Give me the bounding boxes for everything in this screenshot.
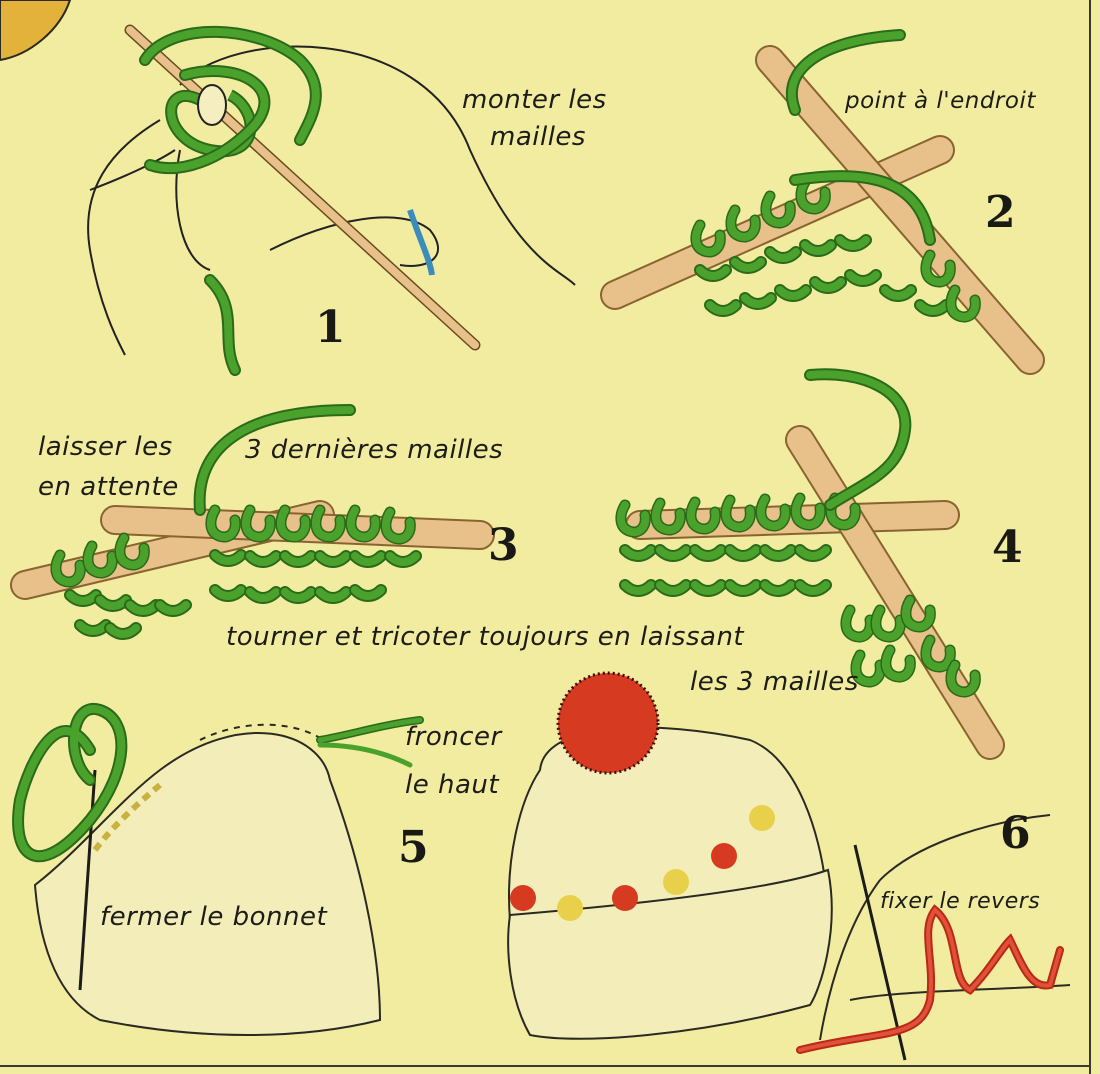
step-6-number: 6 xyxy=(1000,808,1031,859)
step-1-label-line1: monter les xyxy=(462,85,607,115)
step-3-label-line1: laisser les xyxy=(38,432,173,462)
step-2-label: point à l'endroit xyxy=(844,88,1036,114)
step-4-number: 4 xyxy=(992,522,1023,573)
step-5-label-line2: le haut xyxy=(405,770,499,800)
step-5-label-line1: froncer xyxy=(405,722,504,752)
step-5-label-line3: fermer le bonnet xyxy=(100,902,327,932)
step-2-number: 2 xyxy=(985,187,1016,238)
step-3-number: 3 xyxy=(488,520,519,571)
step-4-label-line2: les 3 mailles xyxy=(690,667,859,697)
step-3-label-line3: 3 dernières mailles xyxy=(245,435,503,465)
step-1-label-line2: mailles xyxy=(490,122,586,152)
step-3-label-line2: en attente xyxy=(38,472,179,502)
step-6-label: fixer le revers xyxy=(880,889,1040,914)
step-5-number: 5 xyxy=(398,822,429,873)
step-1-number: 1 xyxy=(315,302,346,353)
step-4-label-line1: tourner et tricoter toujours en laissant xyxy=(226,622,744,652)
